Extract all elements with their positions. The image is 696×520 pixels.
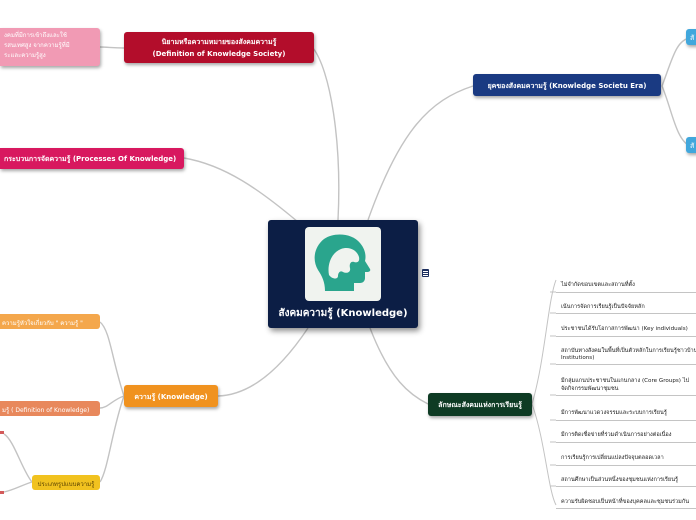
note-line2: รสนเทศสูง จากความรู้ที่มี (4, 42, 70, 49)
feature-item-cont: จัดกิจกรรมพัฒนาชุมชน (561, 386, 619, 392)
feature-item[interactable]: สถาบันทางสังคมในพื้นที่เป็นตัวหลักในการเ… (561, 348, 696, 354)
process-label: กระบวนการจัดความรู้ (Processes Of Knowle… (4, 155, 177, 163)
feature-item[interactable]: ประชาชนได้รับโอกาสการพัฒนา (Key individu… (561, 326, 688, 332)
definition-line2: (Definition of Knowledge Society) (152, 50, 286, 58)
link-era-top (661, 37, 691, 87)
era-top-label: สั (690, 34, 695, 42)
feature-item[interactable]: มีการติดเชื่อข่ายที่ร่วมดำเนินการอย่างต่… (561, 432, 672, 438)
knowledge-subtopic-definition[interactable]: มรู้ ( Definition of Knowledge) (0, 401, 100, 416)
central-topic[interactable]: สังคมความรู้ (Knowledge) (268, 220, 418, 328)
central-topic-title: สังคมความรู้ (Knowledge) (278, 308, 408, 319)
link-definition (312, 47, 340, 221)
era-bottom-label: สั (690, 142, 695, 150)
knowledge-subtopic-about[interactable]: ความรู้หัวใจเกี่ยวกับ " ความรู้ " (0, 314, 100, 329)
link-kn-sub2 (99, 395, 125, 409)
topic-process[interactable]: กระบวนการจัดความรู้ (Processes Of Knowle… (0, 148, 184, 169)
link-process (183, 157, 299, 223)
features-label: ลักษณะสังคมแห่งการเรียนรู้ (438, 401, 522, 409)
link-def-note (99, 46, 125, 49)
note-line3: ระและความรู้สูง (4, 52, 46, 59)
kn-sub2-label: มรู้ ( Definition of Knowledge) (2, 407, 90, 414)
feature-item[interactable]: การเรียนรู้การเปลี่ยนแปลงปัจจุบตลอดเวลา (561, 455, 664, 461)
topic-definition[interactable]: นิยามหรือความหมายของสังคมความรู้ (Defini… (124, 32, 314, 63)
link-kind-a (3, 433, 33, 483)
link-era (367, 85, 474, 221)
head-profile-icon (305, 227, 381, 301)
topic-knowledge[interactable]: ความรู้ (Knowledge) (124, 385, 218, 407)
knowledge-subtopic-kind[interactable]: ประเภทรูปแบบความรู้ (32, 475, 100, 490)
definition-line1: นิยามหรือความหมายของสังคมความรู้ (161, 38, 277, 46)
kn-sub1-label: ความรู้หัวใจเกี่ยวกับ " ความรู้ " (2, 320, 83, 327)
topic-era[interactable]: ยุคของสังคมความรู้ (Knowledge Societu Er… (473, 74, 661, 96)
note-line1: งคมที่มีการเข้าถึงและใช้ (4, 32, 67, 39)
link-features (369, 327, 429, 405)
feature-item[interactable]: มีการพัฒนาแวดวงจรรมและระบบการเรียนรู้ (561, 410, 667, 416)
era-subtopic-bottom[interactable]: สั (686, 137, 696, 153)
link-features-spine-down (531, 403, 557, 506)
kind-label: ประเภทรูปแบบความรู้ (37, 481, 95, 488)
link-knowledge (217, 327, 309, 397)
topic-features[interactable]: ลักษณะสังคมแห่งการเรียนรู้ (428, 393, 532, 416)
era-label: ยุคของสังคมความรู้ (Knowledge Societu Er… (487, 82, 647, 90)
era-subtopic-top[interactable]: สั (686, 29, 696, 45)
link-kn-sub1 (99, 321, 125, 397)
feature-item[interactable]: สถานศึกษาเป็นส่วนหนึ่งของชุมชนแห่งการเรี… (561, 477, 679, 483)
feature-item[interactable]: เน้นการจัดการเรียนรู้เป็นปัจจัยหลัก (561, 304, 645, 310)
notes-icon[interactable] (422, 269, 429, 277)
knowledge-label: ความรู้ (Knowledge) (134, 393, 208, 401)
definition-note[interactable]: งคมที่มีการเข้าถึงและใช้ รสนเทศสูง จากคว… (0, 28, 100, 66)
feature-item-cont: Institutions) (561, 355, 595, 361)
link-kind-b (3, 481, 33, 493)
feature-item[interactable]: ความรับผิดชอบเป็นหน้าที่ของบุคคลและชุมชน… (561, 499, 690, 505)
link-kn-kind (99, 395, 125, 483)
feature-item[interactable]: มีกลุ่มแกนประชาชนในแกนกลาง (Core Groups)… (561, 378, 690, 384)
feature-item[interactable]: ไม่จำกัดขอบเขตและสถานที่ตั้ง (561, 282, 635, 288)
link-features-spine (531, 279, 557, 405)
